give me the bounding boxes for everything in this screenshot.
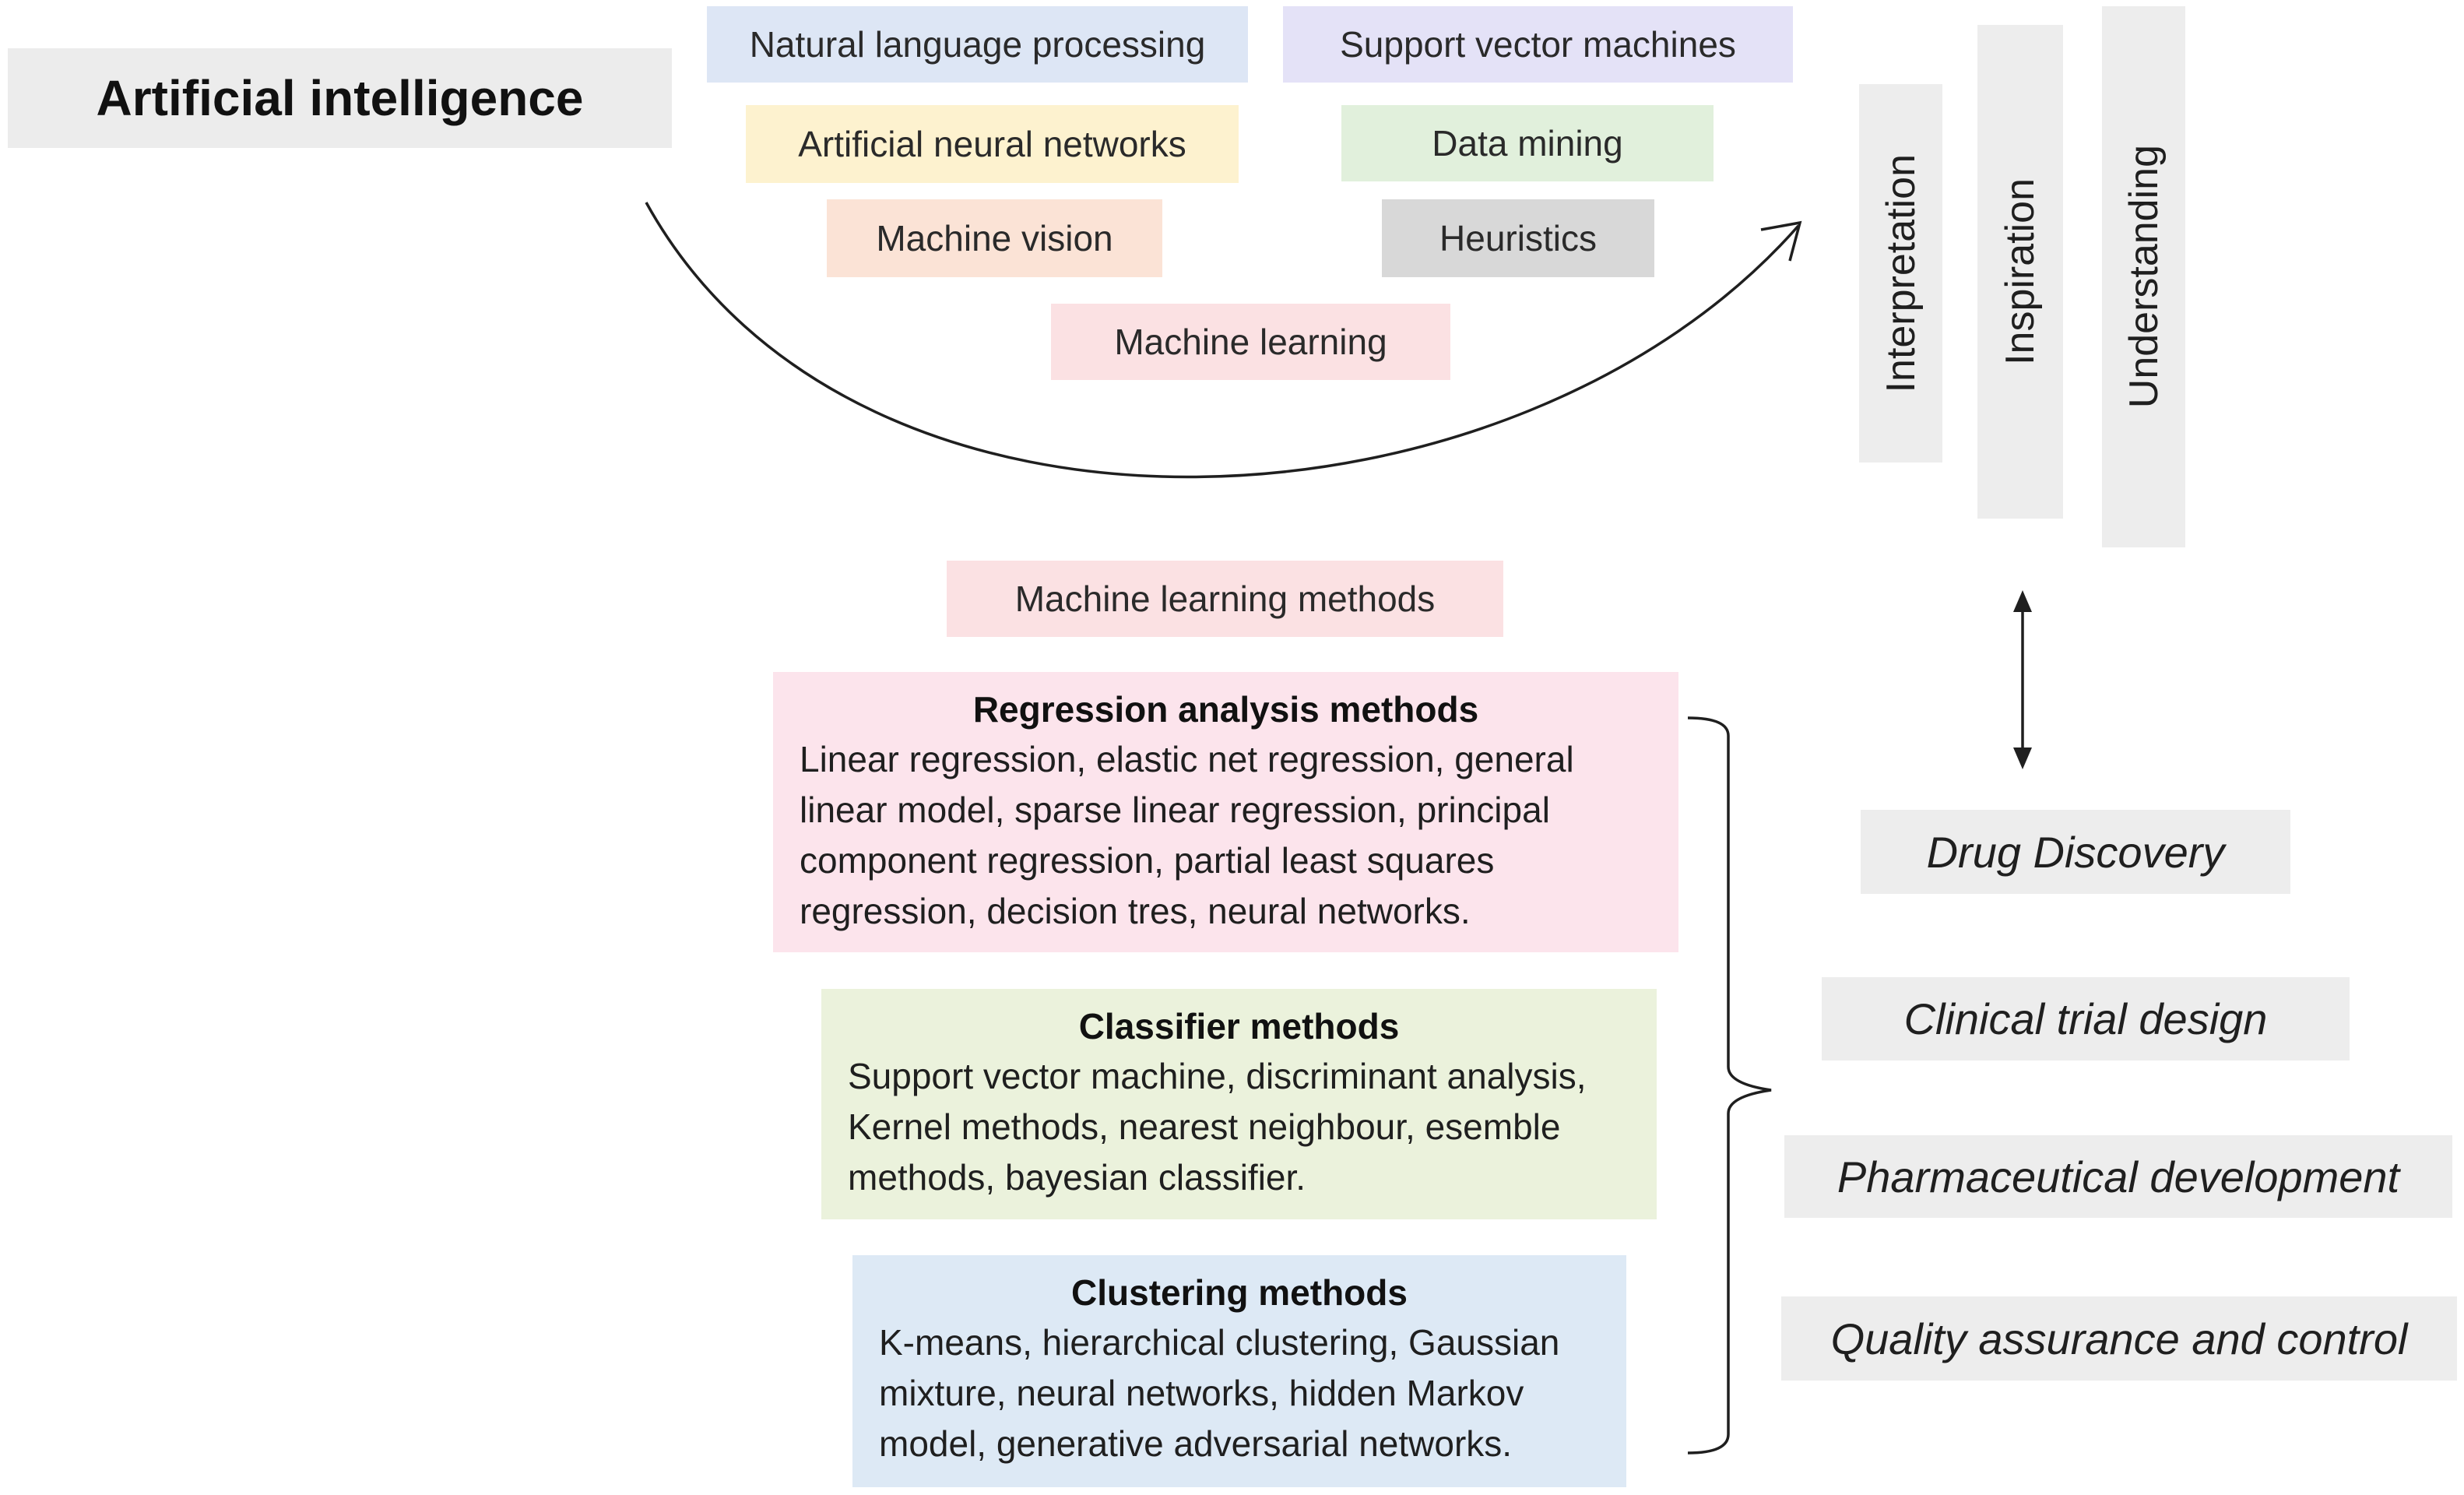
interpretation-box: Interpretation	[1859, 84, 1942, 463]
ml-methods-header: Machine learning methods	[947, 561, 1503, 637]
classifier-methods-title: Classifier methods	[1078, 1006, 1400, 1046]
data-mining-tag: Data mining	[1341, 105, 1714, 181]
drug-discovery-box: Drug Discovery	[1861, 810, 2290, 894]
clinical-trial-design-box: Clinical trial design	[1822, 977, 2350, 1061]
classifier-methods-body: Support vector machine, discriminant ana…	[848, 1056, 1587, 1198]
double-arrow	[2013, 590, 2032, 769]
regression-methods-title: Regression analysis methods	[972, 689, 1479, 730]
clustering-methods-body: K-means, hierarchical clustering, Gaussi…	[879, 1322, 1560, 1464]
classifier-methods-box: Classifier methods Support vector machin…	[821, 989, 1657, 1219]
machine-learning-tag: Machine learning	[1051, 304, 1450, 380]
nlp-tag: Natural language processing	[707, 6, 1248, 83]
svm-tag: Support vector machines	[1283, 6, 1793, 83]
quality-assurance-box: Quality assurance and control	[1781, 1296, 2457, 1381]
inspiration-box: Inspiration	[1977, 25, 2063, 519]
pharmaceutical-development-box: Pharmaceutical development	[1784, 1135, 2452, 1218]
clustering-methods-title: Clustering methods	[1071, 1272, 1408, 1313]
ann-tag: Artificial neural networks	[746, 105, 1239, 183]
clustering-methods-box: Clustering methods K-means, hierarchical…	[852, 1255, 1626, 1487]
artificial-intelligence-title: Artificial intelligence	[8, 48, 672, 148]
regression-methods-box: Regression analysis methods Linear regre…	[773, 672, 1678, 952]
understanding-box: Understanding	[2102, 6, 2185, 547]
right-brace	[1687, 716, 1772, 1455]
heuristics-tag: Heuristics	[1382, 199, 1654, 277]
curved-arrow	[645, 202, 1802, 479]
machine-vision-tag: Machine vision	[827, 199, 1162, 277]
regression-methods-body: Linear regression, elastic net regressio…	[800, 739, 1574, 931]
